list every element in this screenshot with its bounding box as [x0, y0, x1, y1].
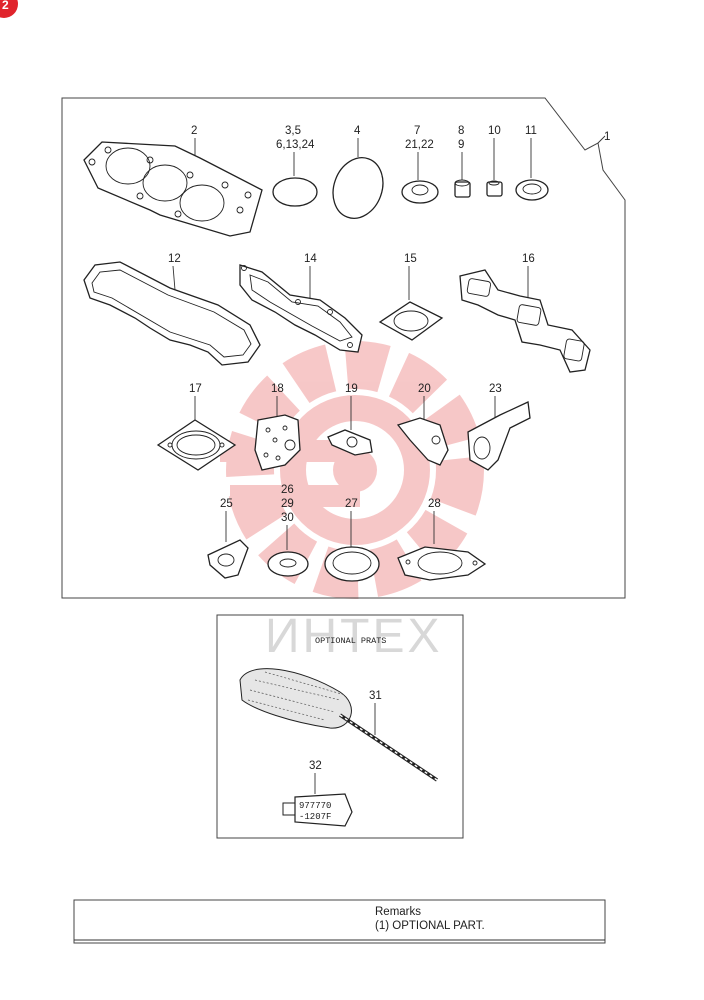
- o-ring-small: [272, 177, 318, 207]
- o-ring-large: [332, 157, 384, 219]
- watermark-text: ИНТЕХ: [265, 610, 443, 663]
- label-11: 11: [525, 125, 537, 137]
- label-2: 2: [191, 125, 197, 137]
- label-19: 19: [345, 383, 358, 395]
- exhaust-manifold-gasket: [459, 269, 591, 373]
- label-15: 15: [404, 253, 417, 265]
- label-10: 10: [488, 125, 501, 137]
- svg-text:-1207F: -1207F: [299, 812, 331, 822]
- small-flange-gasket: [327, 429, 373, 456]
- label-8: 8: [458, 125, 464, 137]
- label-6-13-24: 6,13,24: [276, 139, 315, 151]
- label-20: 20: [418, 383, 431, 395]
- label-12: 12: [168, 253, 181, 265]
- page-badge: 2: [0, 0, 18, 18]
- svg-text:977770: 977770: [299, 801, 331, 811]
- label-28: 28: [428, 498, 441, 510]
- flange-gasket: [156, 419, 237, 471]
- label-16: 16: [522, 253, 535, 265]
- oval-flange-gasket: [397, 546, 487, 581]
- pump-gasket: [396, 417, 449, 466]
- remarks-box: [73, 899, 606, 944]
- label-32: 32: [309, 760, 322, 772]
- kit-label: 1: [604, 131, 610, 143]
- valve-stem-seal: [454, 179, 471, 198]
- plate-gasket: [254, 414, 301, 471]
- cover-gasket: [207, 539, 249, 579]
- optional-parts-box: [216, 614, 464, 839]
- remarks: Remarks (1) OPTIONAL PART.: [375, 905, 485, 933]
- label-23: 23: [489, 383, 502, 395]
- label-14: 14: [304, 253, 317, 265]
- label-31: 31: [369, 690, 382, 702]
- valve-cover-gasket: [83, 261, 261, 366]
- label-30: 30: [281, 512, 294, 524]
- remarks-line-1: (1) OPTIONAL PART.: [375, 920, 485, 932]
- intake-manifold-gasket: [239, 264, 363, 353]
- label-29: 29: [281, 498, 294, 510]
- optional-title: OPTIONAL PRATS: [315, 636, 386, 646]
- svg-text:2: 2: [2, 0, 9, 12]
- label-17: 17: [189, 383, 202, 395]
- watermark-gear-icon: [220, 341, 484, 599]
- ring-gasket: [267, 551, 309, 577]
- kit-frame: [61, 97, 626, 599]
- cylinder-hone-brush: [239, 668, 438, 782]
- label-26: 26: [281, 484, 294, 496]
- label-21-22: 21,22: [405, 139, 434, 151]
- label-27: 27: [345, 498, 358, 510]
- bracket-gasket: [467, 401, 531, 471]
- thermostat-gasket: [378, 301, 444, 341]
- head-gasket: [83, 141, 263, 237]
- label-3-5: 3,5: [285, 125, 301, 137]
- washer: [515, 179, 549, 201]
- label-18: 18: [271, 383, 284, 395]
- remarks-title: Remarks: [375, 906, 422, 918]
- bushing: [486, 180, 503, 197]
- sealant-tube: 977770 -1207F: [282, 793, 353, 827]
- label-25: 25: [220, 498, 233, 510]
- large-ring-gasket: [324, 546, 380, 582]
- oil-seal: [401, 180, 439, 204]
- label-7: 7: [414, 125, 420, 137]
- label-4: 4: [354, 125, 361, 137]
- label-9: 9: [458, 139, 464, 151]
